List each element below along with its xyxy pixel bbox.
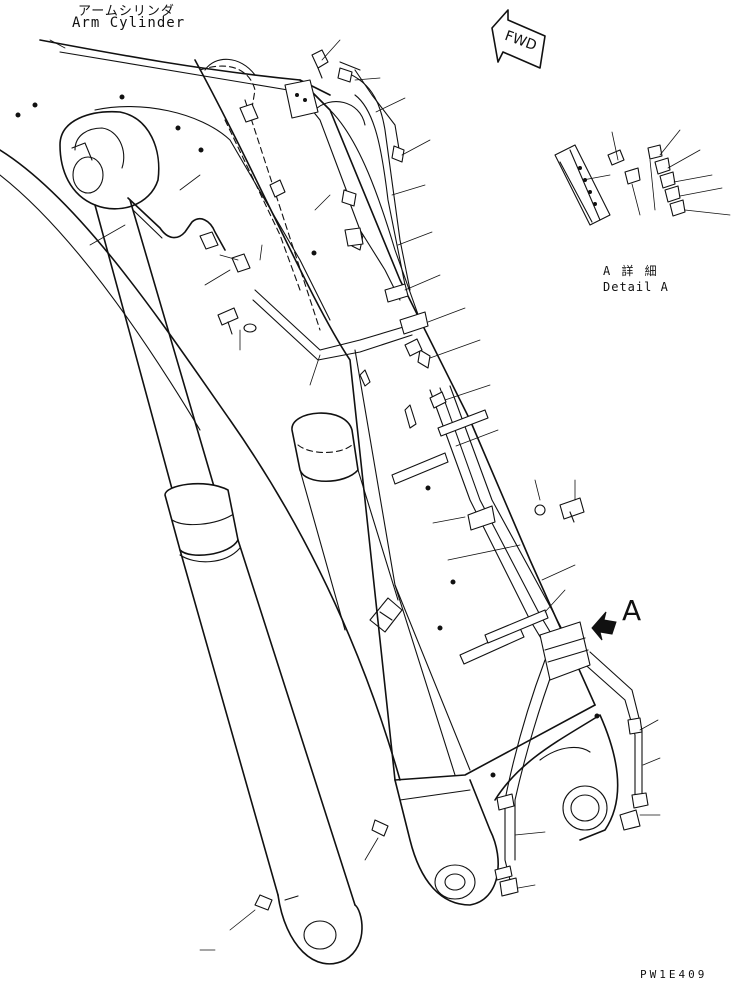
arm-body [0,39,619,906]
detail-a-title-jp: A 詳 細 [603,264,659,278]
detail-arrow-icon [591,611,617,641]
detail-a-inset [554,129,731,226]
arm-cylinder [59,110,363,965]
arm-cylinder-label-jp: アームシリンダ [78,4,175,19]
leader-lines [49,39,661,951]
drawing-code: PW1E409 [640,968,708,981]
fwd-arrow-icon [491,9,546,69]
detail-a-title-en: Detail A [603,280,669,294]
hydraulic-piping [127,61,643,881]
detail-a-marker: A [622,594,642,627]
arm-cylinder-label-en: Arm Cylinder [72,15,186,31]
fittings-and-clamps [199,49,649,897]
boom-cylinder [291,412,399,631]
